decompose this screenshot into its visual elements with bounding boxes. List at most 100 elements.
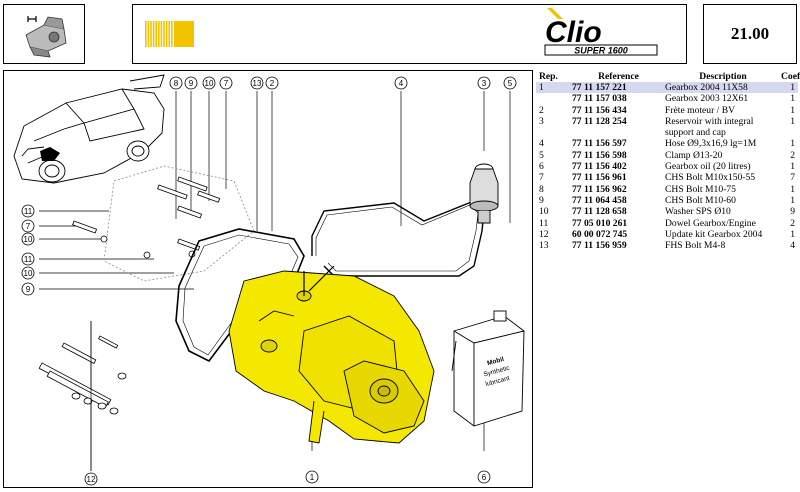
row-coef: 1 bbox=[790, 104, 795, 116]
svg-text:10: 10 bbox=[24, 269, 33, 278]
header-rep: Rep. bbox=[539, 71, 558, 82]
row-description: CHS Bolt M10-60 bbox=[665, 194, 736, 206]
callout-6[interactable]: 6 bbox=[477, 470, 491, 484]
row-rep: 12 bbox=[539, 228, 549, 240]
row-reference: 77 11 156 434 bbox=[572, 104, 627, 116]
table-header: Rep. Reference Description Coef bbox=[536, 71, 800, 82]
row-description: CHS Bolt M10-75 bbox=[665, 183, 736, 195]
banner-stripe bbox=[171, 21, 173, 47]
row-rep: 1 bbox=[539, 82, 544, 93]
svg-text:7: 7 bbox=[224, 79, 229, 88]
row-reference: 77 11 156 402 bbox=[572, 161, 627, 173]
engine-bay-highlight bbox=[40, 147, 60, 161]
row-description: Reservoir with integral support and cap bbox=[665, 115, 754, 139]
svg-text:4: 4 bbox=[399, 79, 404, 88]
callout-4[interactable]: 4 bbox=[394, 76, 408, 90]
row-rep: 13 bbox=[539, 240, 549, 252]
header-coef: Coef bbox=[781, 71, 800, 82]
row-description: Gearbox 2003 12X61 bbox=[665, 93, 749, 105]
callout-8[interactable]: 8 bbox=[169, 76, 183, 90]
row-coef: 2 bbox=[790, 217, 795, 229]
callout-9b[interactable]: 9 bbox=[21, 282, 35, 296]
row-rep: 9 bbox=[539, 194, 544, 206]
banner-stripe bbox=[155, 21, 157, 47]
row-reference: 77 11 157 038 bbox=[572, 93, 627, 105]
callout-3[interactable]: 3 bbox=[477, 76, 491, 90]
oil-can: Mobil Synthetic lubricant bbox=[451, 310, 525, 427]
row-description: Hose Ø9,3x16,9 lg=1M bbox=[665, 138, 757, 150]
callout-11b[interactable]: 11 bbox=[21, 252, 35, 266]
row-rep: 3 bbox=[539, 115, 544, 127]
banner-graphic: Clio SUPER 1600 bbox=[145, 8, 658, 56]
callout-9[interactable]: 9 bbox=[184, 76, 198, 90]
callouts: 8 9 10 7 13 2 4 3 5 11 7 10 11 10 9 12 1… bbox=[21, 76, 517, 486]
table-row[interactable]: 77 11 157 038 Gearbox 2003 12X61 1 bbox=[536, 93, 798, 104]
callout-5[interactable]: 5 bbox=[503, 76, 517, 90]
row-coef: 9 bbox=[790, 206, 795, 218]
svg-text:13: 13 bbox=[253, 79, 262, 88]
model-banner: Clio SUPER 1600 bbox=[132, 4, 687, 64]
row-coef: 2 bbox=[790, 149, 795, 161]
oil-can-label-1: Mobil bbox=[487, 356, 505, 367]
svg-text:2: 2 bbox=[270, 79, 275, 88]
gearbox-thumbnail-icon bbox=[25, 16, 67, 58]
svg-text:8: 8 bbox=[174, 79, 179, 88]
row-rep: 10 bbox=[539, 206, 549, 218]
row-reference: 77 11 128 254 bbox=[572, 115, 627, 127]
exploded-view-diagram: Mobil Synthetic lubricant 8 9 10 7 13 2 … bbox=[3, 70, 533, 488]
callout-12[interactable]: 12 bbox=[84, 472, 98, 486]
callout-1[interactable]: 1 bbox=[305, 470, 319, 484]
svg-text:9: 9 bbox=[189, 79, 194, 88]
callout-11a[interactable]: 11 bbox=[21, 204, 35, 218]
row-description: CHS Bolt M10x150-55 bbox=[665, 172, 756, 184]
callout-13[interactable]: 13 bbox=[250, 76, 264, 90]
row-rep: 2 bbox=[539, 104, 544, 116]
row-coef: 1 bbox=[790, 183, 795, 195]
hose bbox=[311, 200, 485, 277]
banner-stripe bbox=[150, 21, 152, 47]
row-coef: 4 bbox=[790, 240, 795, 252]
callout-7[interactable]: 7 bbox=[219, 76, 233, 90]
row-coef: 1 bbox=[790, 93, 795, 105]
row-description: Gearbox oil (20 litres) bbox=[665, 161, 751, 173]
callout-10c[interactable]: 10 bbox=[21, 266, 35, 280]
svg-text:1: 1 bbox=[310, 473, 315, 482]
banner-stripe bbox=[147, 21, 150, 47]
exploded-view-svg: Mobil Synthetic lubricant 8 9 10 7 13 2 … bbox=[13, 74, 525, 486]
row-rep: 4 bbox=[539, 138, 544, 150]
row-description: Washer SPS Ø10 bbox=[665, 206, 731, 218]
callout-10b[interactable]: 10 bbox=[21, 232, 35, 246]
svg-text:11: 11 bbox=[24, 255, 33, 264]
callout-2[interactable]: 2 bbox=[265, 76, 279, 90]
row-coef: 1 bbox=[790, 161, 795, 173]
row-rep: 7 bbox=[539, 172, 544, 184]
row-rep: 8 bbox=[539, 183, 544, 195]
svg-text:10: 10 bbox=[205, 79, 214, 88]
row-description: Dowel Gearbox/Engine bbox=[665, 217, 756, 229]
row-coef: 1 bbox=[790, 228, 795, 240]
banner-stripe bbox=[152, 21, 155, 47]
table-row[interactable]: 3 77 11 128 254 Reservoir with integral su… bbox=[536, 116, 798, 139]
row-reference: 77 11 156 959 bbox=[572, 240, 627, 252]
row-reference: 77 11 156 598 bbox=[572, 149, 627, 161]
callout-10[interactable]: 10 bbox=[202, 76, 216, 90]
logo-text: Clio bbox=[545, 16, 602, 49]
row-coef: 1 bbox=[790, 138, 795, 150]
row-reference: 77 11 064 458 bbox=[572, 194, 627, 206]
callout-7b[interactable]: 7 bbox=[21, 219, 35, 233]
gearbox-thumbnail[interactable] bbox=[3, 4, 85, 64]
row-reference: 77 11 156 961 bbox=[572, 172, 627, 184]
